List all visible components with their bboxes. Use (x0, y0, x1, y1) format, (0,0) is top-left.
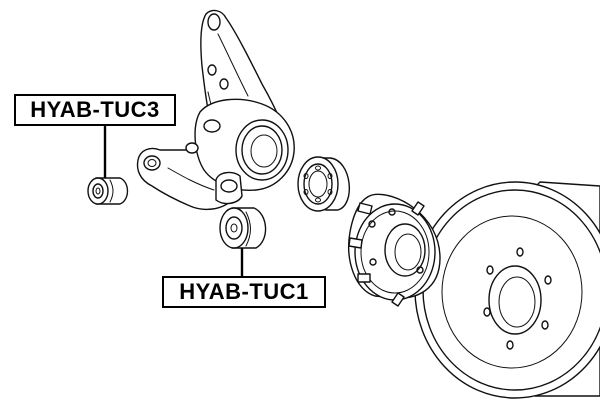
wheel-studs (348, 201, 425, 307)
brake-disc (414, 181, 600, 399)
bushing-tuc1 (219, 207, 267, 249)
bearing-rollers (303, 165, 333, 203)
wheel-hub (348, 193, 441, 307)
part-callout-hyab-tuc3: HYAB-TUC3 (14, 94, 176, 126)
part-callout-hyab-tuc1: HYAB-TUC1 (162, 276, 326, 308)
disc-bolt-holes (483, 247, 552, 350)
steering-knuckle (136, 9, 295, 211)
wheel-bearing (297, 156, 350, 212)
bushing-tuc3 (87, 177, 129, 205)
